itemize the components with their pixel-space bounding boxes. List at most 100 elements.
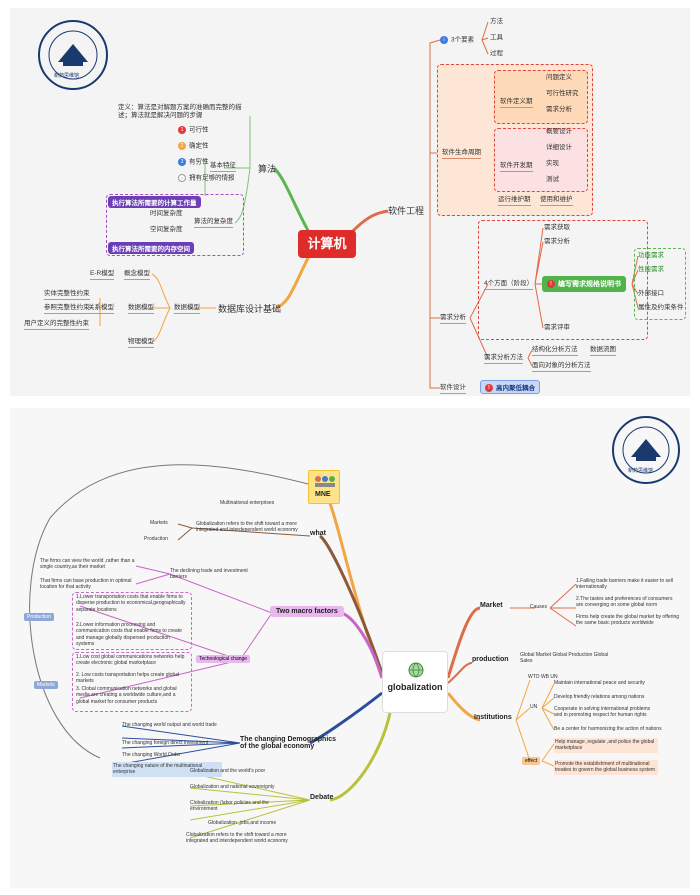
constraint-referential: 参照完整性约束 bbox=[44, 304, 90, 314]
software-design: 软件设计 bbox=[440, 384, 466, 394]
logic-model: 数据模型 bbox=[128, 304, 154, 314]
market-cause-1: 1.Falling trade barriers make it easier … bbox=[576, 578, 673, 591]
oo-method: 面向对象的分析方法 bbox=[532, 362, 591, 372]
four-aspects: 4个方面（阶段） bbox=[484, 280, 534, 290]
branch-market[interactable]: Market bbox=[480, 602, 503, 609]
logo-seal-icon bbox=[38, 20, 108, 90]
debate-item-3: Clobalization (labor policies and the en… bbox=[190, 800, 269, 813]
logo-label: 新药思维馆 bbox=[54, 73, 80, 79]
logo-label-2: 新药思维馆 bbox=[628, 468, 654, 474]
globe-icon bbox=[408, 662, 424, 678]
effect-item-1: Help manage ,regulate ,and police the gl… bbox=[554, 738, 658, 753]
mindmap-computer-panel: 新药思维馆 计算机 算法 定义：算法是对解题方案的准确而完整的描述；算法就是解决… bbox=[10, 8, 690, 396]
inst-effect[interactable]: effect bbox=[522, 757, 541, 765]
root-globalization[interactable]: globalization bbox=[382, 651, 448, 713]
root-globalization-label: globalization bbox=[387, 682, 443, 692]
constraint-user: 用户定义的完整性约束 bbox=[24, 320, 89, 330]
development-box bbox=[494, 128, 588, 192]
element-tool: 工具 bbox=[490, 34, 503, 41]
production-item: Global Market Global Production Global S… bbox=[520, 652, 609, 665]
demo-item-1: The changing world output and world trad… bbox=[122, 722, 217, 728]
prod-item-2: 2.Lower information processing and commu… bbox=[76, 622, 182, 647]
production-tag[interactable]: Production bbox=[24, 613, 54, 621]
logo-seal-icon-2 bbox=[612, 416, 680, 484]
requirements-analysis: 需求分析 bbox=[440, 314, 466, 324]
spec-functional: 功能需求 bbox=[638, 252, 664, 259]
mne-item: Multinational enterprises bbox=[220, 500, 275, 506]
spec-interface: 外部接口 bbox=[638, 290, 664, 297]
markets-tag[interactable]: Markets bbox=[34, 681, 58, 689]
debate-item-4: Globalization ,jobs,and income bbox=[208, 820, 277, 826]
branch-what[interactable]: what bbox=[310, 530, 326, 537]
market-item-3: 3. Clobal communication networks and glo… bbox=[76, 686, 177, 705]
university-logo-2: 新药思维馆 bbox=[610, 414, 682, 486]
market-items-box bbox=[72, 652, 192, 712]
time-complexity: 时间复杂度 bbox=[150, 210, 183, 217]
relational-model: 关系模型 bbox=[88, 304, 114, 314]
er-model: E-R模型 bbox=[90, 270, 115, 280]
def-problem: 问题定义 bbox=[546, 74, 572, 81]
time-complexity-note: 执行算法所需要的计算工作量 bbox=[108, 196, 201, 208]
what-markets: Markets bbox=[150, 520, 168, 526]
un-item-3: Cooperate in solving international probl… bbox=[554, 706, 651, 719]
constraint-entity: 实体完整性约束 bbox=[44, 290, 90, 300]
development-phase: 软件开发期 bbox=[500, 162, 533, 172]
spec-attributes: 属性及约束条件 bbox=[638, 304, 684, 311]
element-method: 方法 bbox=[490, 18, 503, 25]
view-world: The firms can view the world ,rather tha… bbox=[40, 558, 135, 571]
debate-item-2: Globalization and national sovereignty bbox=[190, 784, 275, 790]
demo-item-2: The changing foreign direct investment bbox=[122, 740, 209, 746]
spec-performance: 性能需求 bbox=[638, 266, 664, 273]
concept-model: 概念模型 bbox=[124, 270, 150, 280]
algorithm-complexity: 算法的复杂度 bbox=[194, 218, 233, 228]
dev-implement: 实现 bbox=[546, 160, 559, 167]
definition-box bbox=[494, 70, 588, 124]
demo-item-3: The changing World Order bbox=[122, 752, 181, 758]
analysis-methods: 需求分析方法 bbox=[484, 354, 523, 364]
branch-database[interactable]: 数据库设计基础 bbox=[218, 304, 282, 314]
prod-item-1: 1.Lower transportation costs that enable… bbox=[76, 594, 186, 613]
effect-item-2: Promote the establishment of multination… bbox=[554, 760, 658, 775]
branch-production[interactable]: production bbox=[472, 656, 509, 663]
connector-lines-2 bbox=[29, 464, 577, 839]
branch-debate[interactable]: Debate bbox=[310, 794, 334, 801]
branch-institutions[interactable]: Institutions bbox=[474, 714, 512, 721]
dev-test: 测试 bbox=[546, 176, 559, 183]
branch-algorithm[interactable]: 算法 bbox=[258, 164, 277, 174]
maintenance-item: 使用和维护 bbox=[540, 196, 573, 206]
root-computer[interactable]: 计算机 bbox=[298, 230, 356, 258]
structured-method: 结构化分析方法 bbox=[532, 346, 578, 356]
people-icon bbox=[315, 476, 335, 487]
branch-demographics[interactable]: The changing Demographics of the global … bbox=[240, 736, 337, 750]
un-item-2: Develop friendly relations among nations bbox=[554, 694, 645, 700]
mindmap-globalization-panel: 新药思维馆 globalization MNE Multinational en… bbox=[10, 408, 690, 888]
branch-macro-factors[interactable]: Two macro factors bbox=[270, 606, 344, 617]
feature-information: ○拥有足够的情报 bbox=[178, 174, 235, 183]
un-item-1: Maintain international peace and securit… bbox=[554, 680, 645, 686]
branch-software[interactable]: 软件工程 bbox=[388, 206, 425, 216]
maintenance-phase: 运行维护期 bbox=[498, 196, 531, 206]
declining-barriers: The declining trade and investment barri… bbox=[170, 568, 248, 581]
algorithm-definition: 定义：算法是对解题方案的准确而完整的描述；算法就是解决问题的步骤 bbox=[118, 104, 242, 119]
physical-model: 物理模型 bbox=[128, 338, 154, 348]
market-cause-2: 2.The tastes and preferences of consumer… bbox=[576, 596, 673, 609]
space-complexity: 空间复杂度 bbox=[150, 226, 183, 233]
what-definition: Globalization refers to the shift toward… bbox=[196, 521, 298, 534]
tech-change[interactable]: Technological change bbox=[196, 655, 251, 663]
high-cohesion[interactable]: !高内聚低耦合 bbox=[480, 380, 540, 395]
market-cause-3: Firms help create the global market by o… bbox=[576, 614, 680, 627]
demo-item-4: The changing nature of the multinational… bbox=[112, 762, 222, 777]
spec-document[interactable]: !编写需求规格说明书 bbox=[542, 276, 626, 292]
dataflow-diagram: 数据流图 bbox=[590, 346, 616, 356]
market-item-2: 2. Low costs transportation helps create… bbox=[76, 672, 180, 685]
market-item-1: 1.Low cost global communications network… bbox=[76, 654, 185, 667]
spec-items-box bbox=[634, 248, 686, 320]
req-acquire: 需求获取 bbox=[544, 224, 570, 231]
mne-node[interactable]: MNE bbox=[308, 470, 340, 504]
data-model: 数据模型 bbox=[174, 304, 200, 314]
dev-outline: 概要设计 bbox=[546, 128, 572, 135]
element-process: 过程 bbox=[490, 50, 503, 57]
